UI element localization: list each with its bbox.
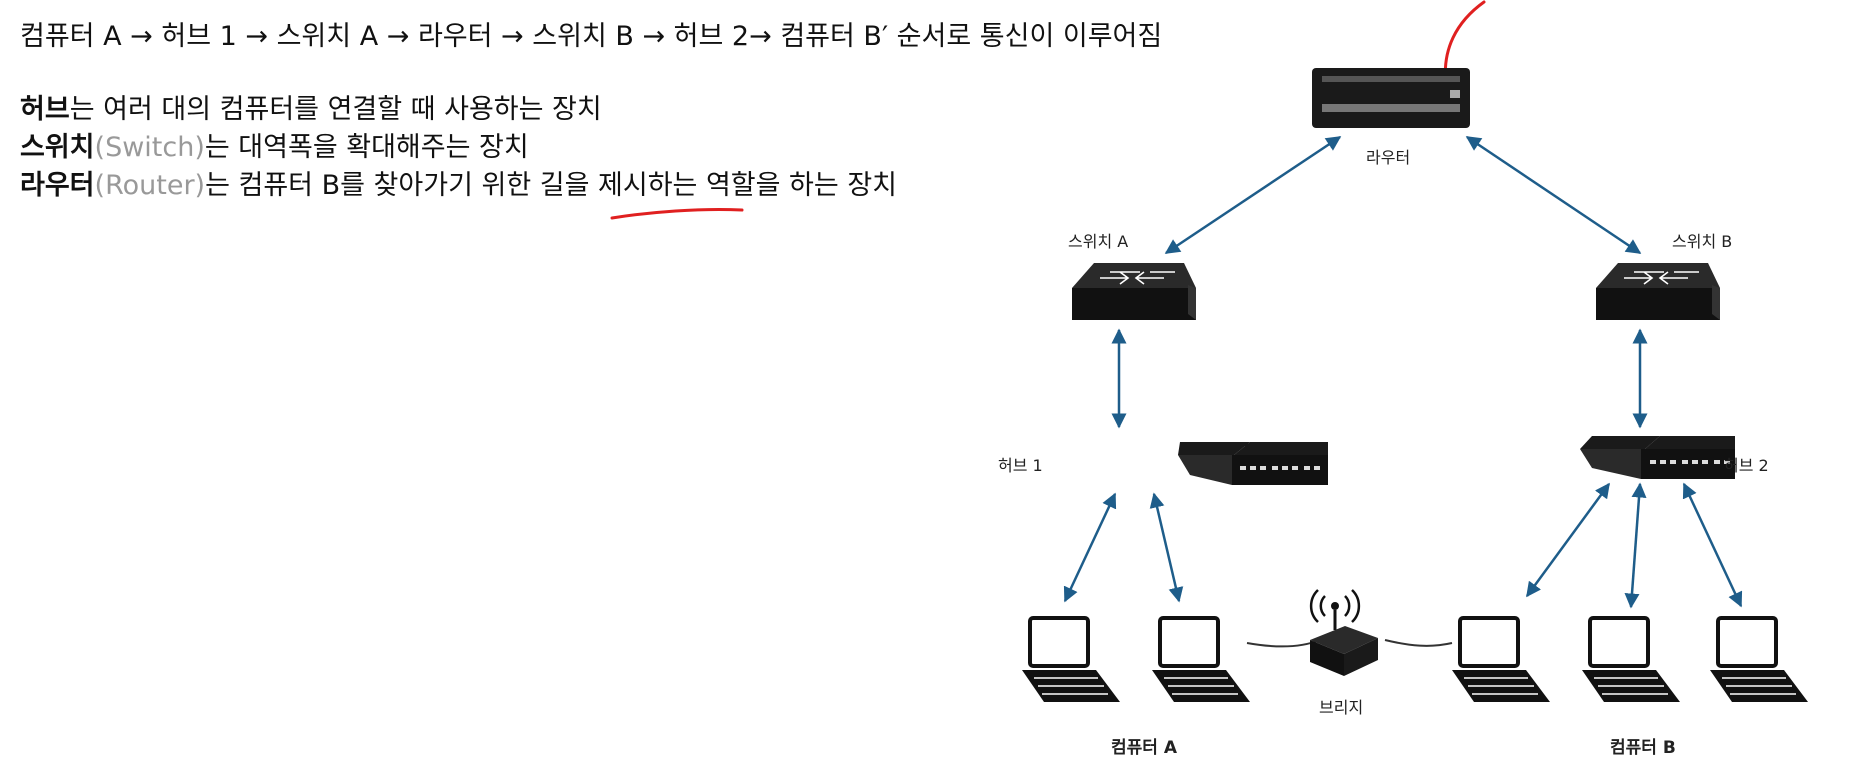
laptop-1: [1022, 616, 1120, 702]
laptop-2: [1152, 616, 1250, 702]
bridge-link-right: [1384, 639, 1453, 647]
switch-a-label: 스위치 A: [1068, 232, 1129, 251]
arrow-hub-1-laptop-2: [1149, 492, 1184, 603]
router-device: [1312, 68, 1470, 128]
bridge-device: [1309, 589, 1378, 676]
switch-term: 스위치: [20, 132, 95, 163]
bridge-label: 브리지: [1319, 698, 1364, 717]
computer-b-label: 컴퓨터 B: [1610, 738, 1676, 758]
laptop-3: [1452, 616, 1550, 702]
switch-definition: 스위치(Switch)는 대역폭을 확대해주는 장치: [20, 131, 529, 165]
arrow-hub-2-laptop-4: [1624, 482, 1647, 609]
router-label: 라우터: [1366, 148, 1411, 167]
hub-2-device: [1580, 436, 1735, 479]
router-english: (Router): [94, 170, 206, 201]
laptop-5: [1710, 616, 1808, 702]
bridge-link-left: [1246, 639, 1321, 648]
switch-english: (Switch): [94, 132, 205, 163]
hub-2-label: 허브 2: [1724, 456, 1769, 475]
switch-b-label: 스위치 B: [1672, 232, 1733, 251]
communication-path-text: 컴퓨터 A → 허브 1 → 스위치 A → 라우터 → 스위치 B → 허브 …: [20, 21, 1163, 52]
switch-b-device: [1596, 263, 1720, 320]
arrow-router-switch-a: [1164, 135, 1342, 255]
router-term: 라우터: [20, 170, 95, 201]
hub-1-device: [1178, 442, 1328, 485]
router-definition: 라우터(Router)는 컴퓨터 B를 찾아가기 위한 길을 제시하는 역할을 …: [20, 169, 897, 203]
arrow-hub-1-laptop-1: [1063, 492, 1117, 603]
hub-1-label: 허브 1: [998, 456, 1043, 475]
switch-a-device: [1072, 263, 1196, 320]
annotation-underline: [610, 207, 744, 220]
computer-a-label: 컴퓨터 A: [1111, 738, 1177, 758]
hub-description: 는 여러 대의 컴퓨터를 연결할 때 사용하는 장치: [69, 94, 602, 125]
arrow-hub-2-laptop-3: [1525, 482, 1611, 598]
hub-term: 허브: [20, 94, 70, 125]
switch-description: 는 대역폭을 확대해주는 장치: [204, 132, 529, 163]
arrow-hub-2-laptop-5: [1682, 482, 1743, 608]
arrow-router-switch-b: [1465, 135, 1642, 255]
hub-definition: 허브는 여러 대의 컴퓨터를 연결할 때 사용하는 장치: [20, 93, 602, 127]
router-description: 는 컴퓨터 B를 찾아가기 위한 길을 제시하는 역할을 하는 장치: [205, 170, 898, 201]
laptop-4: [1582, 616, 1680, 702]
